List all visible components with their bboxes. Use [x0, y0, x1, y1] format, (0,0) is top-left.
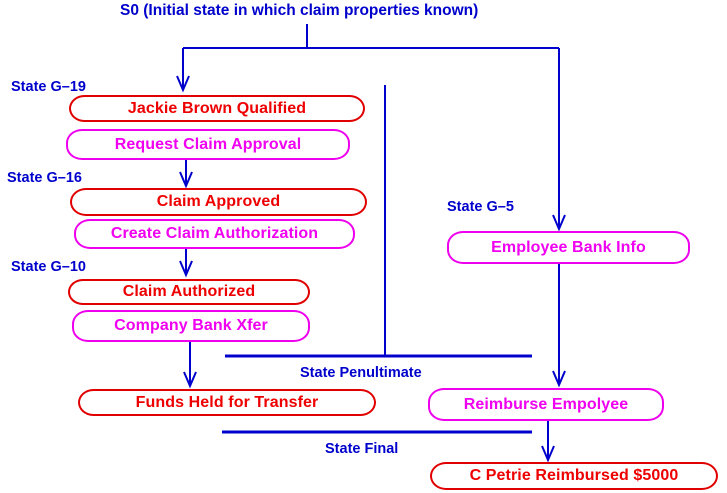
node-request-claim-approval[interactable]: Request Claim Approval: [66, 129, 350, 160]
node-create-claim-authorization[interactable]: Create Claim Authorization: [74, 219, 355, 249]
node-employee-bank-info[interactable]: Employee Bank Info: [447, 231, 690, 264]
page-title: S0 (Initial state in which claim propert…: [120, 2, 479, 19]
state-label-g16: State G–16: [7, 170, 82, 186]
state-label-penultimate: State Penultimate: [300, 365, 422, 381]
arrowhead-to-funds: [183, 371, 197, 389]
arrowhead-to-claim-approved: [179, 171, 193, 189]
arrowhead-to-petrie: [541, 445, 555, 463]
node-company-bank-xfer[interactable]: Company Bank Xfer: [72, 310, 310, 342]
state-label-g10: State G–10: [11, 259, 86, 275]
node-jackie-brown-qualified[interactable]: Jackie Brown Qualified: [69, 95, 365, 122]
node-reimburse-empolyee[interactable]: Reimburse Empolyee: [428, 388, 664, 421]
arrowhead-to-bank-info: [552, 214, 566, 232]
node-claim-approved[interactable]: Claim Approved: [70, 188, 367, 216]
arrowhead-to-reimburse: [552, 370, 566, 388]
state-label-g19: State G–19: [11, 79, 86, 95]
node-claim-authorized[interactable]: Claim Authorized: [68, 279, 310, 305]
node-c-petrie-reimbursed[interactable]: C Petrie Reimbursed $5000: [430, 462, 718, 490]
state-label-final: State Final: [325, 441, 399, 457]
arrowhead-to-claim-authorized: [179, 260, 193, 278]
state-label-g5: State G–5: [447, 199, 514, 215]
arrowhead-to-jackie: [176, 75, 190, 93]
node-funds-held-for-transfer[interactable]: Funds Held for Transfer: [78, 389, 376, 416]
